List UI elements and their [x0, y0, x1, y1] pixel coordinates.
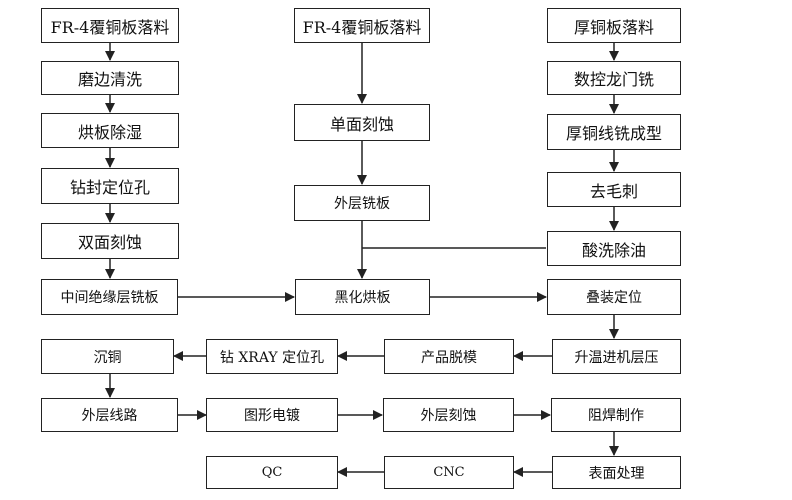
step-double-side-etch: 双面刻蚀 — [41, 223, 179, 259]
step-edge-cleaning: 磨边清洗 — [41, 61, 179, 95]
step-fr4-material-middle: FR-4覆铜板落料 — [294, 8, 430, 43]
step-surface-finish: 表面处理 — [552, 456, 681, 489]
step-outer-etch: 外层刻蚀 — [383, 398, 514, 432]
step-heat-press-lamination: 升温进机层压 — [552, 339, 681, 374]
step-cnc-gantry-mill: 数控龙门铣 — [547, 61, 681, 95]
step-acid-degrease: 酸洗除油 — [547, 231, 681, 266]
step-thick-copper-material: 厚铜板落料 — [547, 8, 681, 43]
step-stack-locate: 叠装定位 — [547, 279, 681, 315]
step-qc: QC — [206, 456, 338, 489]
step-demold: 产品脱模 — [384, 339, 514, 374]
step-bake-dehumidify: 烘板除湿 — [41, 113, 179, 148]
step-copper-sink: 沉铜 — [41, 339, 174, 374]
step-single-side-etch: 单面刻蚀 — [294, 104, 430, 141]
step-fr4-material-left: FR-4覆铜板落料 — [41, 8, 179, 43]
step-outer-circuit: 外层线路 — [41, 398, 178, 432]
step-xray-drill-locating: 钻 XRAY 定位孔 — [206, 339, 338, 374]
step-solder-mask: 阻焊制作 — [551, 398, 681, 432]
step-middle-insulation-mill: 中间绝缘层铣板 — [41, 279, 178, 315]
step-outer-layer-mill: 外层铣板 — [294, 185, 430, 221]
step-drill-locating-holes: 钻封定位孔 — [41, 168, 179, 204]
step-deburr: 去毛刺 — [547, 172, 681, 207]
step-thick-copper-wire-mill: 厚铜线铣成型 — [547, 114, 681, 150]
step-blacken-bake: 黑化烘板 — [295, 279, 430, 315]
step-cnc: CNC — [384, 456, 514, 489]
step-pattern-plating: 图形电镀 — [206, 398, 338, 432]
